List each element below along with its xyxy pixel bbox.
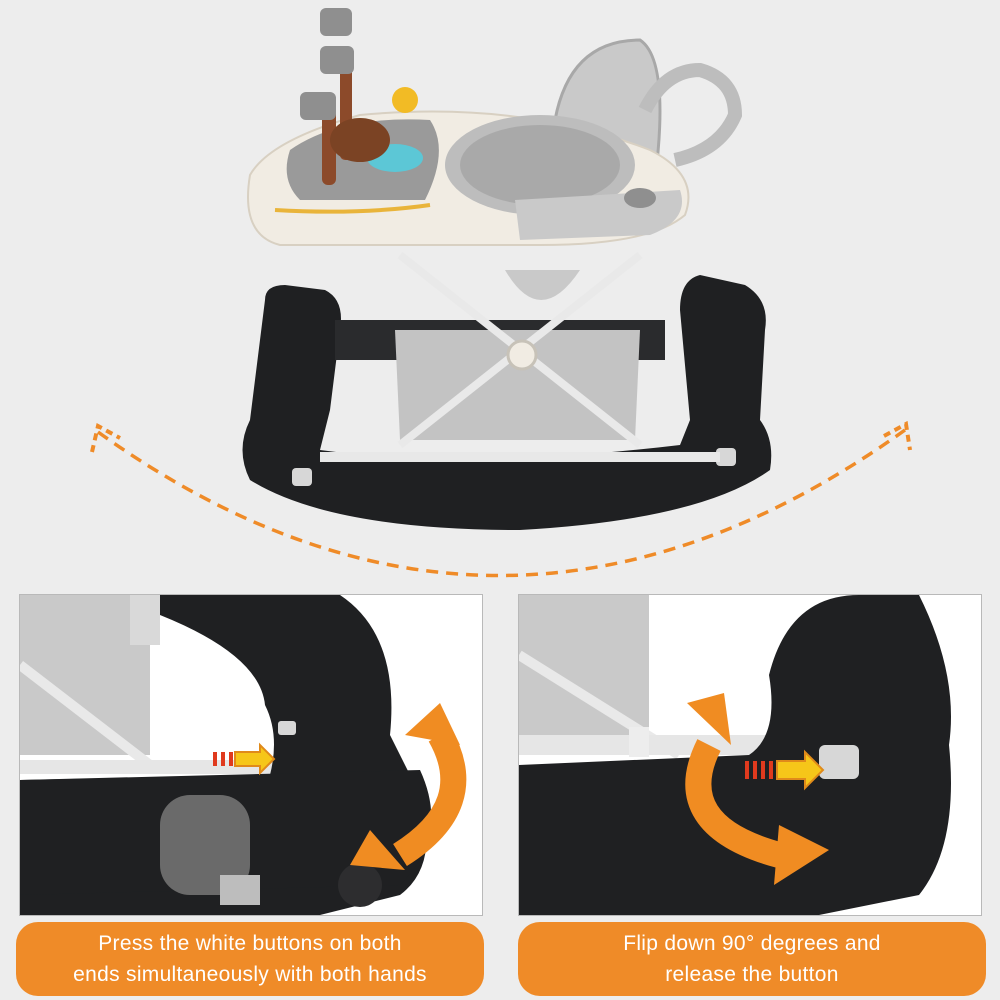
caption-press-buttons: Press the white buttons on both ends sim… [16,922,484,996]
rotate-arrows-icon [350,703,467,870]
tray-toys [300,8,423,185]
push-arrow-icon [745,749,825,791]
detail-panel-flip-down [518,594,982,916]
flip-down-illustration [519,595,951,915]
walker-frame [395,251,643,449]
push-arrow-icon [213,742,276,776]
caption-left-line1: Press the white buttons on both [98,932,402,955]
detail-panel-press-buttons [19,594,483,916]
rocking-arc-icon [90,420,912,578]
caption-right-line1: Flip down 90° degrees and [623,932,881,955]
walker-hero-image [90,8,912,578]
caption-flip-down: Flip down 90° degrees and release the bu… [518,922,986,996]
caption-right-line2: release the button [665,963,839,986]
rotate-arrows-icon [685,693,829,885]
press-buttons-illustration [20,595,467,915]
caption-left-line2: ends simultaneously with both hands [73,963,427,986]
